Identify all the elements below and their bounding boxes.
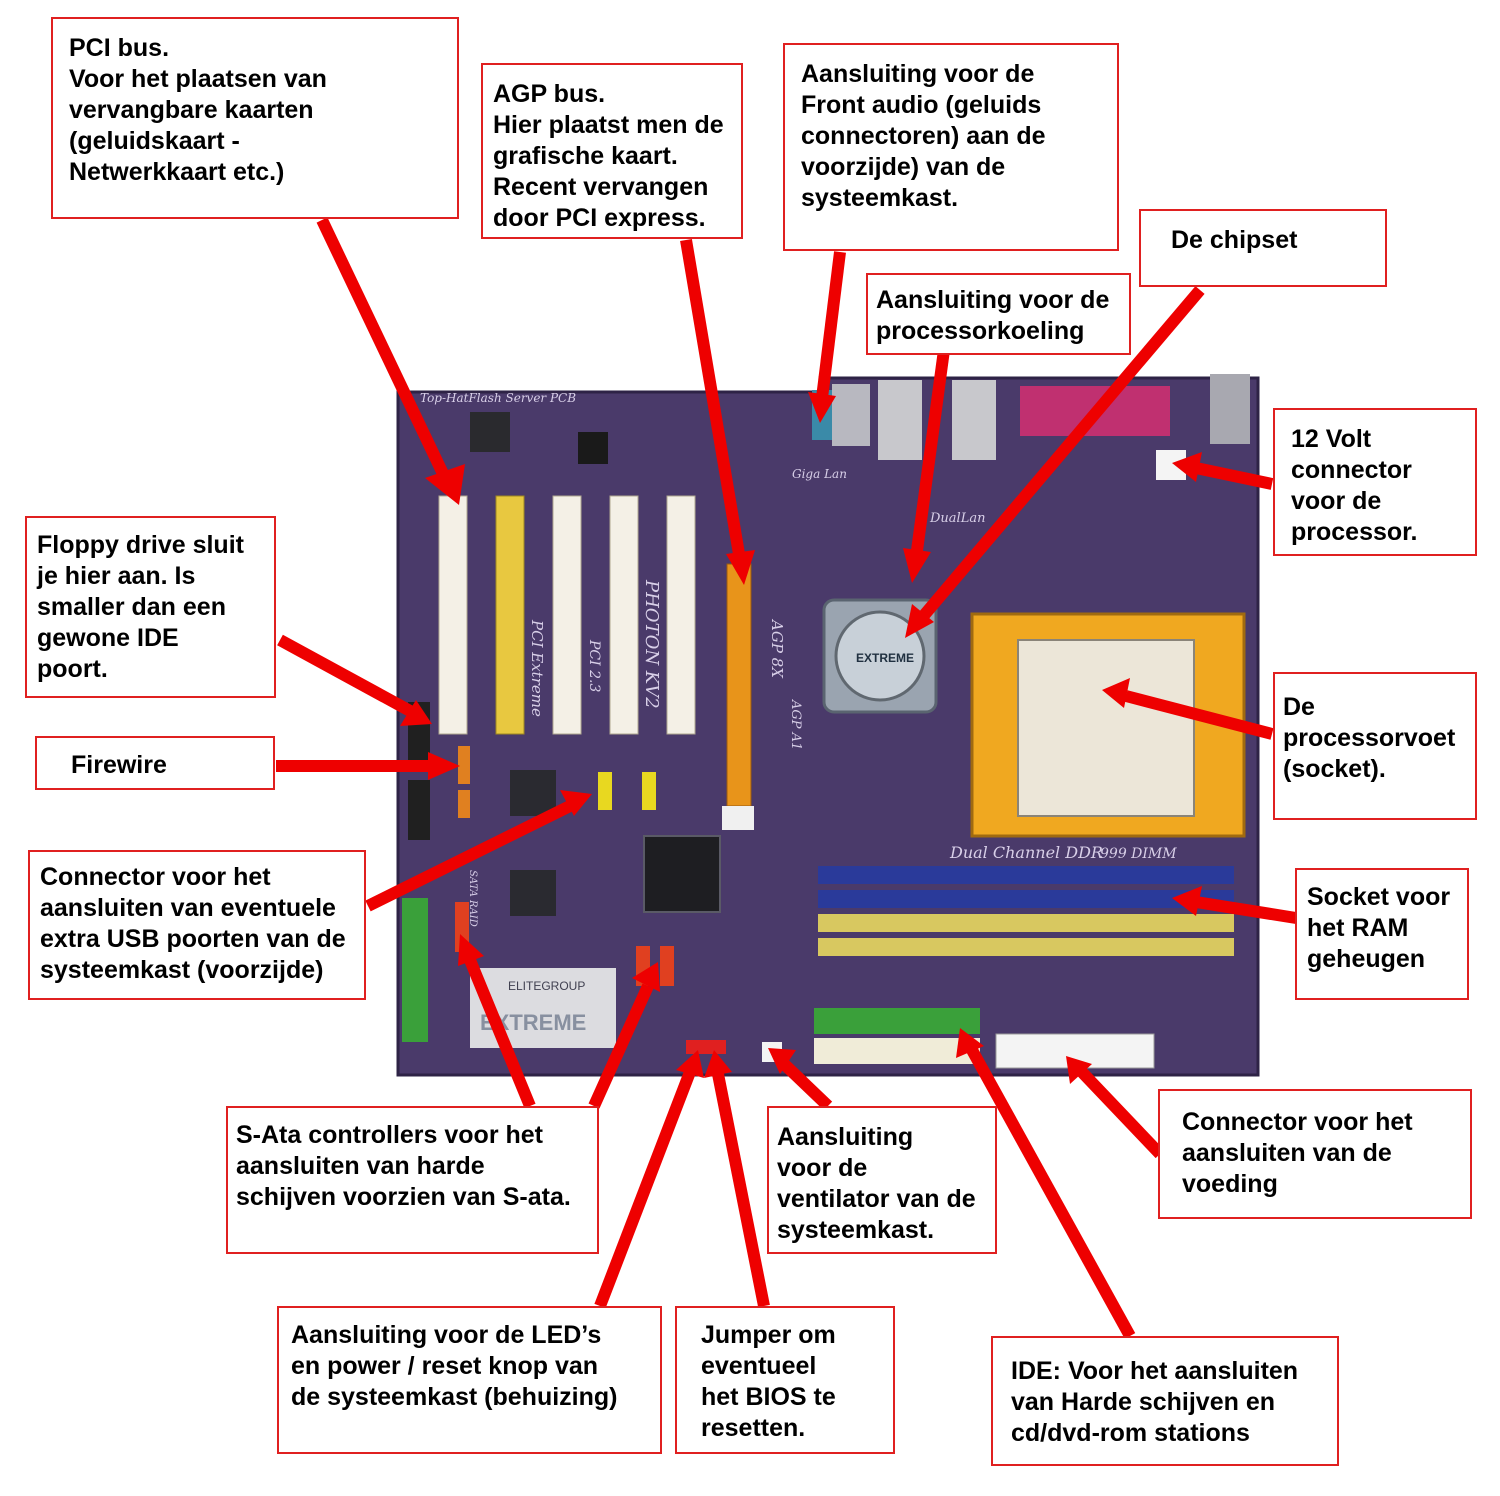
callout-floppy: Floppy drive sluit je hier aan. Is small… xyxy=(25,516,276,698)
callout-sata: S-Ata controllers voor het aansluiten va… xyxy=(226,1106,599,1254)
arrow-ram xyxy=(1195,896,1297,924)
dimm-label: 999 DIMM xyxy=(1100,846,1177,862)
dual-channel-label: Dual Channel DDR xyxy=(949,843,1103,862)
southbridge-chip xyxy=(643,835,721,913)
callout-agp-bus: AGP bus. Hier plaatst men de grafische k… xyxy=(481,63,743,239)
ide2-connector xyxy=(814,1038,980,1064)
callout-firewire: Firewire xyxy=(35,736,275,790)
chipset-fan xyxy=(834,610,926,702)
callout-usb: Connector voor het aansluiten van eventu… xyxy=(28,850,366,1000)
fp-header xyxy=(686,1040,726,1054)
sata-raid-label: SATA RAID xyxy=(467,870,478,927)
callout-pci-bus: PCI bus. Voor het plaatsen van vervangba… xyxy=(51,17,459,219)
agp-label: AGP 8X xyxy=(768,618,786,679)
arrow-usb xyxy=(365,800,573,912)
arrow-front-audio xyxy=(816,251,846,399)
arrow-power xyxy=(1075,1065,1165,1159)
arrows xyxy=(276,217,1297,1339)
ide-green-left xyxy=(402,898,428,1042)
arrow-12volt xyxy=(1194,462,1274,490)
pci-slot-3 xyxy=(552,495,582,735)
dimm-slot-4 xyxy=(818,938,1234,956)
arrow-case-fan xyxy=(777,1057,833,1111)
callout-socket: De processorvoet (socket). xyxy=(1273,672,1477,820)
bios-chip xyxy=(470,412,510,452)
arrow-chipset xyxy=(915,286,1205,624)
pci-slot-1 xyxy=(438,495,468,735)
sis-chip xyxy=(510,870,556,916)
usb-header-1 xyxy=(598,772,612,810)
firewire-header-1 xyxy=(458,746,470,784)
arrow-cpu-cooling xyxy=(910,349,950,559)
usb-port xyxy=(832,384,870,446)
sata-port-3 xyxy=(660,946,674,986)
firewire-header-2 xyxy=(458,790,470,818)
power-header xyxy=(578,432,608,464)
arrow-bios xyxy=(712,1072,770,1308)
pci23-label: PCI 2.3 xyxy=(586,639,602,692)
pci-slot-4 xyxy=(609,495,639,735)
arrow-sata-1 xyxy=(464,957,536,1109)
arrow-agp xyxy=(680,239,746,561)
arrow-leds xyxy=(594,1069,696,1309)
agp-slot xyxy=(726,563,752,807)
callout-chipset: De chipset xyxy=(1139,209,1387,287)
lan-port-1 xyxy=(878,380,922,460)
ps2-port xyxy=(1210,374,1250,444)
pci-slot-2 xyxy=(495,495,525,735)
pci-extreme-label: PCI Extreme xyxy=(528,619,546,717)
dimm-slot-1 xyxy=(818,866,1234,884)
callout-front-audio: Aansluiting voor de Front audio (geluids… xyxy=(783,43,1119,251)
callout-bios-jumper: Jumper om eventueel het BIOS te resetten… xyxy=(675,1306,895,1454)
usb-header-2 xyxy=(642,772,656,810)
cooler-logo: EXTREME xyxy=(856,651,914,665)
via-chip xyxy=(510,770,556,816)
arrow-floppy xyxy=(277,634,415,718)
lan-port-2 xyxy=(952,380,996,460)
callout-12volt: 12 Volt connector voor de processor. xyxy=(1273,408,1477,556)
arrowheads xyxy=(400,392,1202,1084)
elitegroup-label: ELITEGROUP xyxy=(508,979,585,993)
callout-cpu-cooling: Aansluiting voor de processorkoeling xyxy=(866,273,1131,355)
agp-a-label: AGP A1 xyxy=(788,699,803,750)
black-header xyxy=(408,780,430,840)
arrow-socket xyxy=(1124,690,1274,740)
pci-slot-5 xyxy=(666,495,696,735)
callout-power: Connector voor het aansluiten van de voe… xyxy=(1158,1089,1472,1219)
callout-ram: Socket voor het RAM geheugen xyxy=(1295,868,1469,1000)
cpu-socket xyxy=(1017,639,1195,817)
callout-leds: Aansluiting voor de LED’s en power / res… xyxy=(277,1306,662,1454)
arrow-pci xyxy=(316,217,452,483)
giga-lan-label: Giga Lan xyxy=(792,467,847,481)
dual-lan-label: DualLan xyxy=(929,511,985,526)
pcb-name-label: Top-HatFlash Server PCB xyxy=(420,391,576,405)
arrow-sata-2 xyxy=(588,983,654,1109)
agp-retention-clip xyxy=(722,806,754,830)
arrow-ide xyxy=(966,1047,1136,1339)
callout-ide: IDE: Voor het aansluiten van Harde schij… xyxy=(991,1336,1339,1466)
dimm-slot-3 xyxy=(818,914,1234,932)
model-label: PHOTON KV2 xyxy=(641,579,662,709)
ide1-connector xyxy=(814,1008,980,1034)
dimm-slot-2 xyxy=(818,890,1234,908)
callout-case-fan: Aansluiting voor de ventilator van de sy… xyxy=(767,1106,997,1254)
